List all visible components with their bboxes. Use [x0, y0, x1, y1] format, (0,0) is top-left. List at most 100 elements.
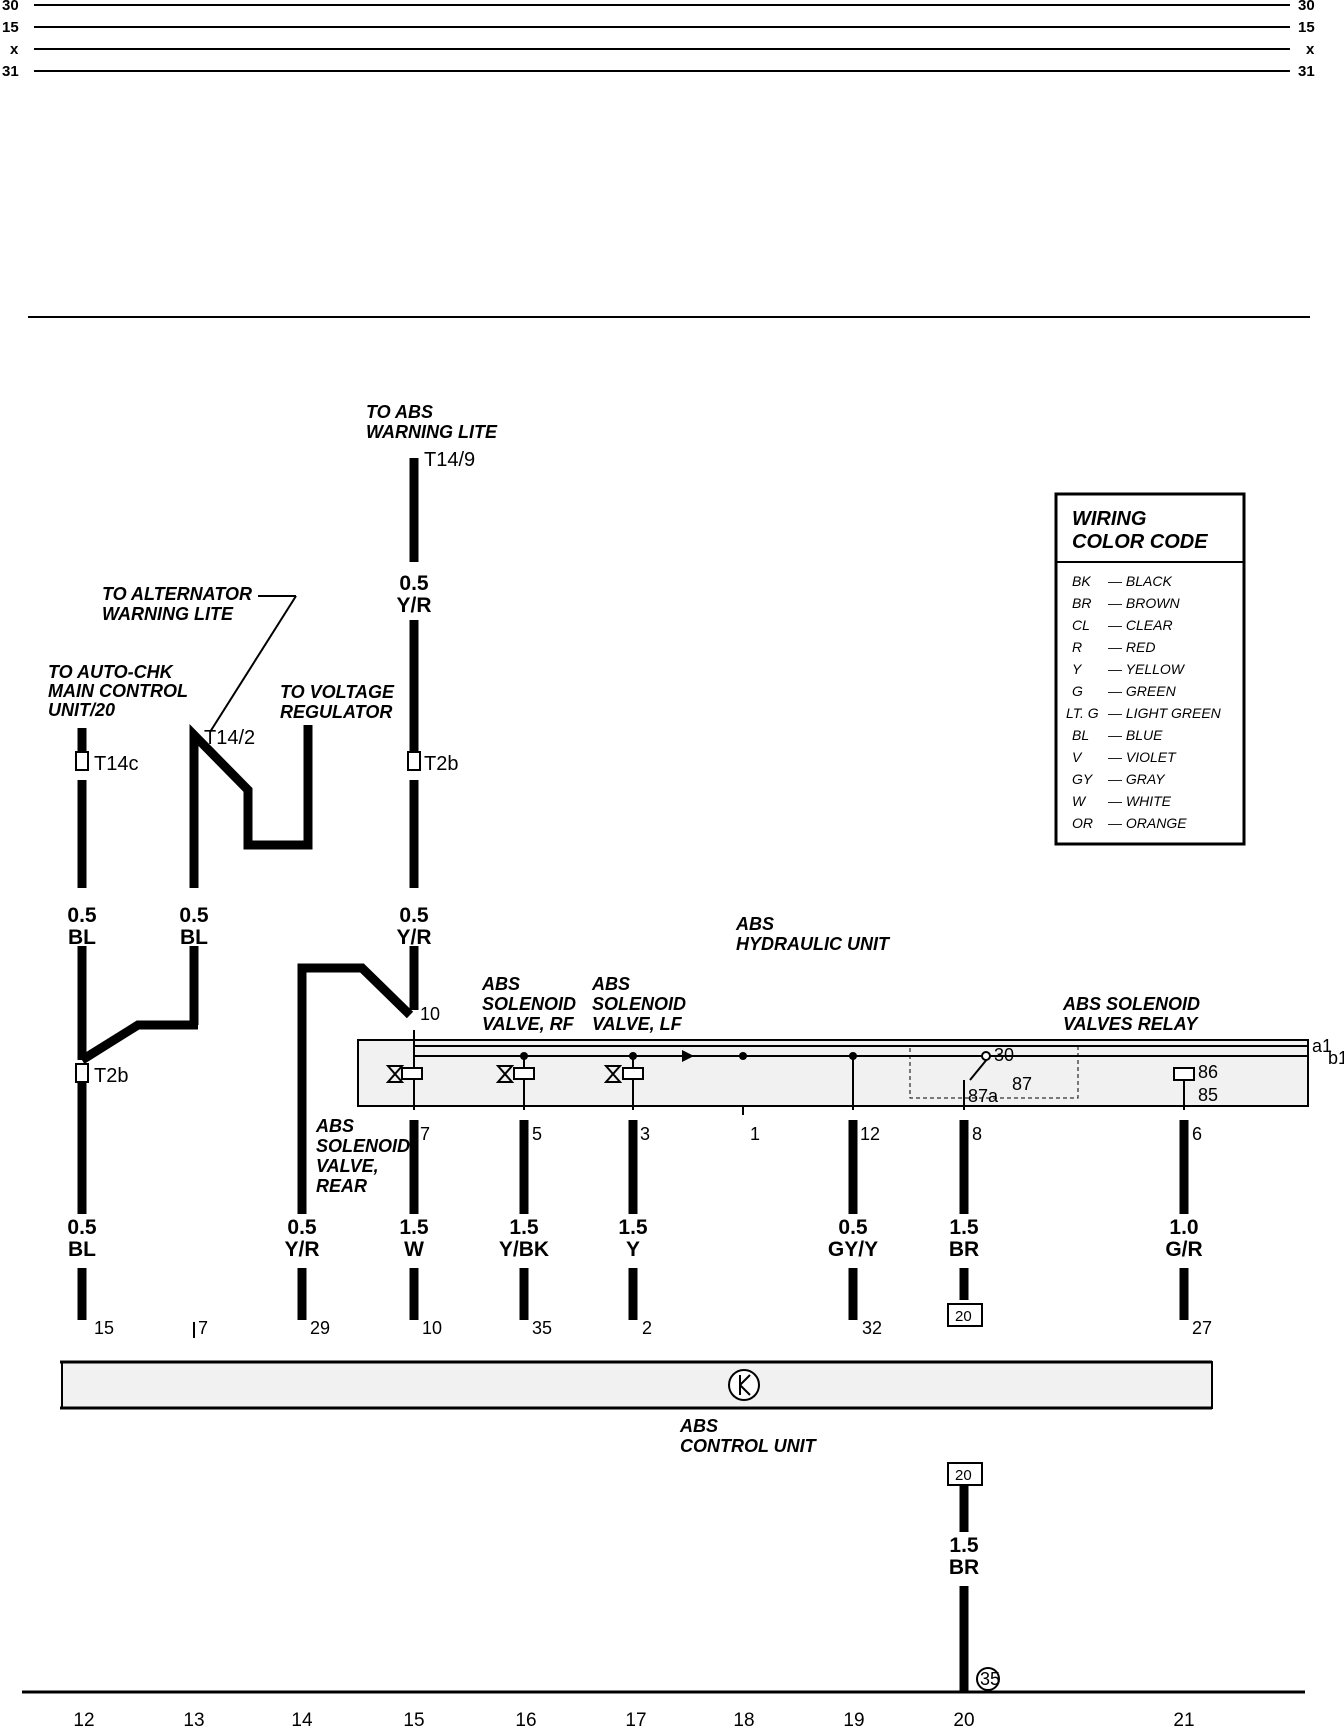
bus-labels-right: 30 15 x 31: [1298, 0, 1315, 80]
connector-icons: [75, 751, 421, 1083]
legend-name: — LIGHT GREEN: [1107, 705, 1222, 721]
column-number: 19: [843, 1710, 864, 1731]
bus-label-31-right: 31: [1298, 63, 1315, 80]
label-to-abs-warning-2: WARNING LITE: [366, 422, 498, 442]
hyd-term-b1: b1: [1328, 1048, 1344, 1068]
label-to-voltage-1: TO VOLTAGE: [280, 682, 395, 702]
control-unit: [60, 1360, 1213, 1410]
wire11-color: BR: [949, 1238, 979, 1261]
legend-code: Y: [1072, 661, 1083, 677]
relay-term-87: 87: [1012, 1074, 1032, 1094]
ref-box-20-a-frame: [947, 1303, 983, 1327]
legend-name: — CLEAR: [1107, 617, 1173, 633]
legend-code: V: [1072, 749, 1083, 765]
label-relay-2: VALVES RELAY: [1063, 1014, 1199, 1034]
label-hydraulic-1: ABS: [735, 914, 774, 934]
bus-label-30-left: 30: [2, 0, 19, 14]
wire4-size: 0.5: [399, 904, 429, 927]
control-unit-symbol: [728, 1369, 760, 1401]
wires: [77, 458, 1189, 1692]
connector-t14c: T14c: [94, 753, 138, 775]
bus-lines: [34, 4, 1290, 72]
connector-labels: T14/9 T14/2 T14c T2b T2b: [94, 449, 475, 1087]
legend-name: — GRAY: [1107, 771, 1166, 787]
ctrl-pin-15: 15: [94, 1318, 114, 1338]
wire6-color: Y/R: [284, 1238, 319, 1261]
hydraulic-unit-box: [357, 1039, 1309, 1107]
hyd-term-a1: a1: [1312, 1036, 1332, 1056]
column-number: 12: [73, 1710, 94, 1731]
connector-t14c-icon: [75, 751, 89, 771]
ctrl-pin-2: 2: [642, 1318, 652, 1338]
valve-rf-coil: [513, 1067, 535, 1080]
ref-boxes: 20 20: [947, 1303, 983, 1486]
hyd-pin-8: 8: [972, 1124, 982, 1144]
column-number: 16: [515, 1710, 536, 1731]
hyd-pin-3: 3: [640, 1124, 650, 1144]
hyd-pin-1: 1: [750, 1124, 760, 1144]
wire5-size: 0.5: [67, 1216, 97, 1239]
label-rear-2: SOLENOID: [316, 1136, 410, 1156]
ctrl-pin-29: 29: [310, 1318, 330, 1338]
wire4-color: Y/R: [396, 926, 431, 949]
relay-term-30: 30: [994, 1045, 1014, 1065]
wire10-color: GY/Y: [828, 1238, 878, 1261]
wire13-size: 1.5: [949, 1534, 979, 1557]
wire8-color: Y/BK: [499, 1238, 549, 1261]
wire10-size: 0.5: [838, 1216, 868, 1239]
legend-code: OR: [1072, 815, 1093, 831]
column-number: 18: [733, 1710, 754, 1731]
ref-box-20-a: 20: [955, 1308, 972, 1325]
legend-name: — BLACK: [1107, 573, 1172, 589]
component-labels: TO ABS WARNING LITE TO ALTERNATOR WARNIN…: [48, 402, 1200, 1456]
junction-rf: [520, 1052, 528, 1060]
column-number: 20: [953, 1710, 974, 1731]
valve-rear-coil: [401, 1067, 423, 1080]
label-rf-2: SOLENOID: [482, 994, 576, 1014]
ground-circle: [976, 1667, 1000, 1691]
label-to-abs-warning-1: TO ABS: [366, 402, 433, 422]
label-to-alternator-1: TO ALTERNATOR: [102, 584, 252, 604]
bus-label-x-right: x: [1306, 41, 1315, 58]
hyd-pin-6: 6: [1192, 1124, 1202, 1144]
wire-labels: 0.5 Y/R 0.5 BL 0.5 BL 0.5 Y/R 0.5 BL 0.5…: [67, 572, 1202, 1579]
wire11-size: 1.5: [949, 1216, 979, 1239]
hyd-pin-in-10: 10: [420, 1004, 440, 1024]
bus-label-15-left: 15: [2, 19, 19, 36]
label-lf-1: ABS: [591, 974, 630, 994]
bus-labels-left: 30 15 x 31: [2, 0, 19, 80]
wire3-color: BL: [180, 926, 208, 949]
junction-lf: [629, 1052, 637, 1060]
connector-t2b-upper-icon: [407, 751, 421, 771]
connector-t2b-lower: T2b: [94, 1065, 128, 1087]
wire2-size: 0.5: [67, 904, 97, 927]
wire12-size: 1.0: [1169, 1216, 1198, 1239]
wire3-size: 0.5: [179, 904, 209, 927]
legend-code: G: [1072, 683, 1083, 699]
legend-name: — BLUE: [1107, 727, 1163, 743]
ref-box-20-b-frame: [947, 1462, 983, 1486]
ctrl-pin-35: 35: [532, 1318, 552, 1338]
valve-lf-symbol: [603, 1065, 623, 1083]
label-to-autochk-1: TO AUTO-CHK: [48, 662, 175, 682]
legend-code: LT. G: [1066, 705, 1099, 721]
wire8-size: 1.5: [509, 1216, 539, 1239]
label-ctrl-1: ABS: [679, 1416, 718, 1436]
legend-code: BL: [1072, 727, 1089, 743]
valve-lf-coil: [622, 1067, 644, 1080]
label-rear-4: REAR: [316, 1176, 367, 1196]
wire6-size: 0.5: [287, 1216, 317, 1239]
label-to-autochk-2: MAIN CONTROL: [48, 681, 188, 701]
ctrl-pin-27: 27: [1192, 1318, 1212, 1338]
hyd-pin-12: 12: [860, 1124, 880, 1144]
relay-coil: [1173, 1067, 1195, 1081]
wire-alternator-top: [189, 723, 313, 888]
relay-term-85: 85: [1198, 1085, 1218, 1105]
relay-switch-contact: [969, 1057, 989, 1081]
connector-t14-9: T14/9: [424, 449, 475, 471]
legend-name: — ORANGE: [1107, 815, 1187, 831]
bottom-column-numbers: 12 13 14 15 16 17 18 19 20 21: [73, 1710, 1194, 1731]
wire1-color: Y/R: [396, 594, 431, 617]
relay-terminal-30: [981, 1051, 991, 1061]
